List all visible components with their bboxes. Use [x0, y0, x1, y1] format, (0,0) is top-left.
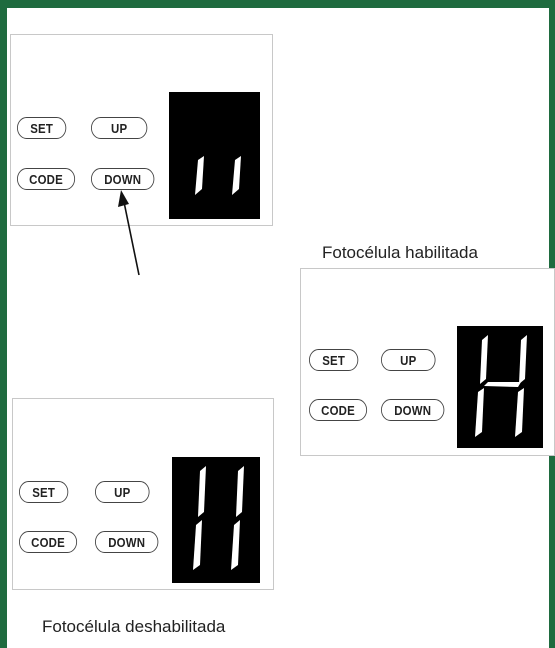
up-button[interactable]: UP: [381, 349, 436, 371]
set-button[interactable]: SET: [17, 117, 67, 139]
code-button[interactable]: CODE: [17, 168, 76, 190]
code-button[interactable]: CODE: [19, 531, 78, 553]
control-panel-top-left: SET UP CODE DOWN: [10, 34, 273, 226]
caption-photocell-disabled: Fotocélula deshabilitada: [42, 617, 226, 636]
seven-segment-double-bar-short-icon: [195, 156, 241, 195]
seven-segment-double-bar-full-icon: [193, 466, 244, 570]
frame-border-top: [0, 0, 555, 8]
set-button[interactable]: SET: [309, 349, 359, 371]
seven-segment-H-icon: [475, 335, 527, 437]
up-button[interactable]: UP: [95, 481, 150, 503]
up-button[interactable]: UP: [91, 117, 148, 139]
control-panel-right: SET UP CODE DOWN: [300, 268, 555, 456]
caption-photocell-enabled: Fotocélula habilitada: [322, 243, 478, 262]
down-button[interactable]: DOWN: [95, 531, 159, 553]
down-button[interactable]: DOWN: [91, 168, 155, 190]
code-button[interactable]: CODE: [309, 399, 368, 421]
control-panel-bottom-left: SET UP CODE DOWN: [12, 398, 274, 590]
seven-segment-display: [169, 92, 260, 219]
seven-segment-display: [172, 457, 260, 583]
down-button[interactable]: DOWN: [381, 399, 445, 421]
frame-border-left: [0, 0, 7, 648]
set-button[interactable]: SET: [19, 481, 69, 503]
seven-segment-display: [457, 326, 543, 448]
